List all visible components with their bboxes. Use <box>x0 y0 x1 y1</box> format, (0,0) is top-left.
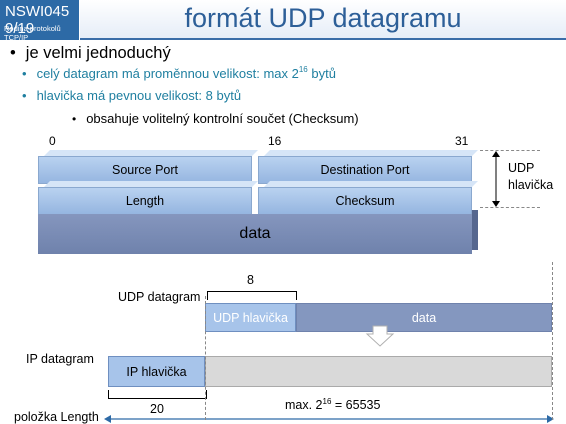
guide-line-vertical-1 <box>205 296 206 420</box>
max-length-label: max. 216 = 65535 <box>285 397 381 412</box>
ip-header-bracket <box>108 390 207 399</box>
udp-data-bar: data <box>296 303 552 332</box>
bullet-dot-icon: • <box>22 66 27 81</box>
bullet-dot-icon: • <box>72 112 77 126</box>
ip-header-bar: IP hlavička <box>108 356 205 387</box>
ruler-mid: 16 <box>268 134 282 148</box>
field-source-port: Source Port <box>38 150 258 184</box>
bullet-text-end: bytů <box>307 66 336 81</box>
field-destination-port: Destination Port <box>258 150 478 184</box>
bullet-level2-a: • celý datagram má proměnnou velikost: ma… <box>22 65 336 81</box>
bullet-level1: • je velmi jednoduchý <box>10 44 171 63</box>
guide-line-top <box>480 150 540 151</box>
encapsulation-arrow-icon <box>365 325 395 347</box>
field-label: Source Port <box>38 156 252 184</box>
bullet-level2-b: • hlavička má pevnou velikost: 8 bytů <box>22 88 241 103</box>
data-box-side <box>472 210 478 250</box>
course-code: NSWI045 9/19 <box>5 3 70 37</box>
ruler-start: 0 <box>49 134 56 148</box>
length-span-arrow-icon <box>104 415 554 423</box>
exponent: 16 <box>298 65 308 74</box>
ip-datagram-label: IP datagram <box>26 352 94 366</box>
udp-header-size: 8 <box>247 273 254 287</box>
ip-payload-bar <box>205 356 552 387</box>
udp-header-brace-label-2: hlavička <box>508 178 554 192</box>
max-length-base: max. 2 <box>285 398 323 412</box>
udp-header-bar: UDP hlavička <box>205 303 296 332</box>
udp-header-brace-label-1: UDP <box>508 161 535 175</box>
title-bar: formát UDP datagramu <box>80 0 566 40</box>
guide-line-bottom <box>480 207 540 208</box>
bullet-text: celý datagram má proměnnou velikost: max… <box>36 66 299 81</box>
course-badge: NSWI045 9/19 Rodina protokolů TCP/IP <box>0 0 79 42</box>
ip-header-size: 20 <box>150 402 164 416</box>
guide-line-vertical-2 <box>552 262 553 420</box>
course-subtitle: Rodina protokolů TCP/IP <box>4 24 61 42</box>
field-label: Destination Port <box>258 156 472 184</box>
field-length: Length <box>38 181 258 215</box>
field-data: data <box>38 214 472 254</box>
field-label: Length <box>38 187 252 215</box>
bullet-text: hlavička má pevnou velikost: 8 bytů <box>36 88 242 103</box>
field-label: Checksum <box>258 187 472 215</box>
bullet-text: obsahuje volitelný kontrolní součet (Che… <box>86 111 359 126</box>
max-length-exponent: 16 <box>322 397 332 406</box>
udp-datagram-label: UDP datagram <box>118 290 201 304</box>
bullet-text: je velmi jednoduchý <box>25 44 171 62</box>
bullet-dot-icon: • <box>10 44 16 62</box>
udp-header-bracket <box>207 291 297 300</box>
bullet-dot-icon: • <box>22 88 27 103</box>
bullet-level3: • obsahuje volitelný kontrolní součet (Ch… <box>72 111 359 126</box>
ruler-end: 31 <box>455 134 469 148</box>
slide-title: formát UDP datagramu <box>184 3 462 33</box>
max-length-value: = 65535 <box>331 398 381 412</box>
length-field-label: položka Length <box>14 410 99 424</box>
field-checksum: Checksum <box>258 181 478 215</box>
title-underline <box>80 38 566 40</box>
header-size-arrow-icon <box>492 151 500 207</box>
